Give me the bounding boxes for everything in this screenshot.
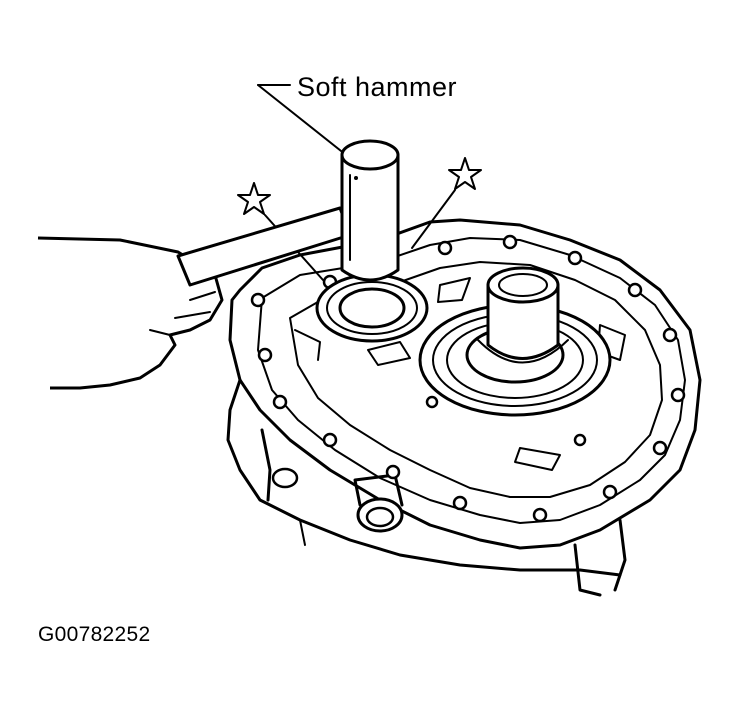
star-markers xyxy=(237,157,482,215)
soft-hammer xyxy=(176,139,400,287)
left-bearing xyxy=(315,273,429,343)
right-star-marker-icon xyxy=(448,157,482,190)
main-shaft-bearing xyxy=(418,266,612,417)
gasket-flange xyxy=(250,234,686,524)
left-star-marker-icon xyxy=(237,182,271,215)
figure-code: G00782252 xyxy=(38,623,151,646)
soft-hammer-label: Soft hammer xyxy=(297,72,458,102)
